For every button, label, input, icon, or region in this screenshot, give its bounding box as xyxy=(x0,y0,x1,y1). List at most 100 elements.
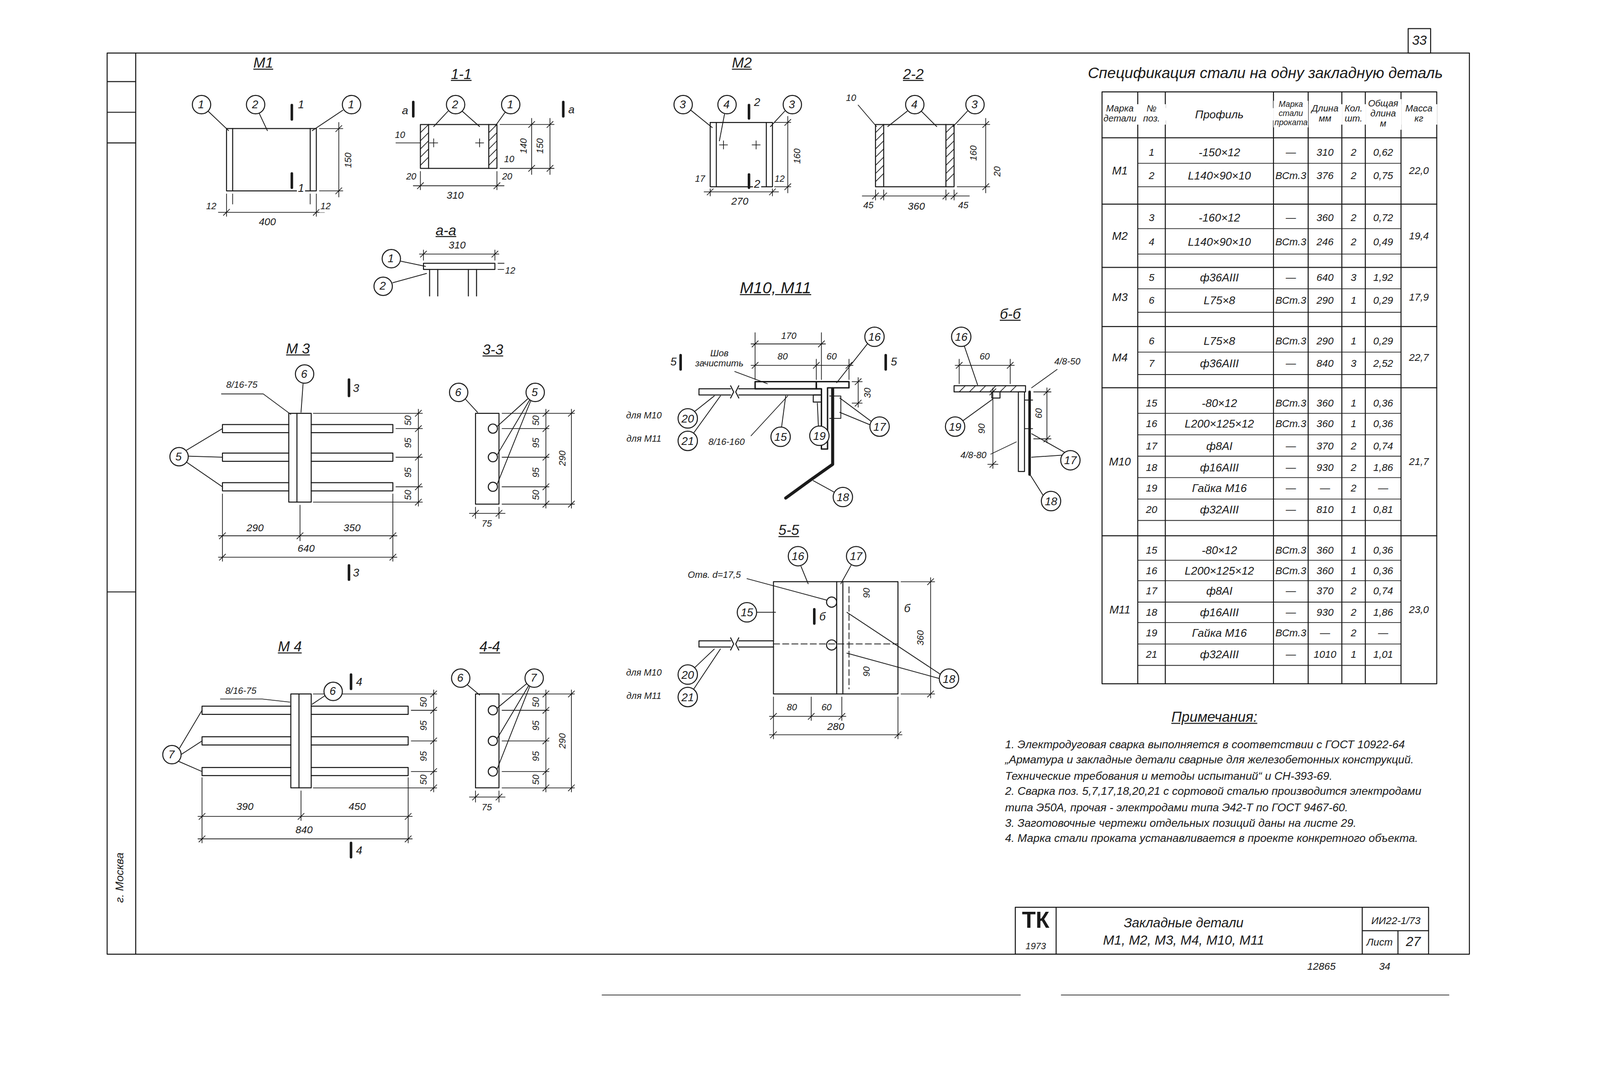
view-title: 2-2 xyxy=(902,66,925,83)
callout-circle: 2 xyxy=(245,94,265,114)
table-cell: 6 xyxy=(1147,294,1156,307)
plate-section xyxy=(954,385,1026,392)
dimension-text: 90 xyxy=(862,586,873,600)
dimension-text: 95 xyxy=(531,749,542,763)
callout-circle: 16 xyxy=(864,326,885,348)
table-header: Длина мм xyxy=(1308,104,1342,125)
table-header: Масса кг xyxy=(1400,104,1437,125)
table-cell: 15 xyxy=(1144,544,1158,556)
table-cell: 4 xyxy=(1147,236,1156,248)
dimension-text: 360 xyxy=(916,628,927,647)
table-cell: 2 xyxy=(1349,585,1358,597)
table-cell: 1 xyxy=(1349,294,1358,307)
callout-number: 3 xyxy=(971,98,978,111)
table-cell: 2 xyxy=(1349,482,1358,494)
table-cell: М2 xyxy=(1111,229,1130,243)
table-cell: — xyxy=(1284,648,1298,661)
table-cell: 3 xyxy=(1147,211,1156,224)
table-cell: — xyxy=(1284,461,1298,474)
table-cell: 1 xyxy=(1349,397,1358,409)
table-cell: 0,72 xyxy=(1372,211,1395,224)
bar-section xyxy=(488,736,498,746)
dimension-text: 60 xyxy=(978,352,991,363)
table-cell: 2 xyxy=(1349,146,1358,159)
view-title: а-а xyxy=(434,222,458,239)
dimension-text: 290 xyxy=(245,522,265,534)
callout-number: 20 xyxy=(681,412,694,425)
dimension-text: 270 xyxy=(730,195,750,207)
table-cell: М11 xyxy=(1108,602,1132,616)
callout-number: 21 xyxy=(681,691,694,703)
dimension-text: 45 xyxy=(862,200,875,212)
bar-20-21 xyxy=(698,385,822,398)
dimension-text: 350 xyxy=(342,522,362,534)
table-cell: 0,29 xyxy=(1372,294,1395,307)
table-cell: 0,81 xyxy=(1372,503,1395,516)
callout-number: 15 xyxy=(740,606,754,618)
dimension-text: для М11 xyxy=(625,434,663,445)
section-a-a xyxy=(423,263,495,270)
table-cell: ВСт.3 xyxy=(1274,417,1308,430)
dimension-text: 360 xyxy=(906,200,926,212)
view-title: М 4 xyxy=(276,638,303,655)
table-cell: 0,29 xyxy=(1372,335,1395,347)
notes-heading: Примечания: xyxy=(1170,709,1259,725)
table-cell: 18 xyxy=(1144,606,1158,618)
table-cell: ф8АI xyxy=(1205,584,1234,597)
callout-number: 15 xyxy=(774,431,787,443)
bar-18 xyxy=(1028,391,1031,475)
callout-number: 2 xyxy=(452,98,459,111)
table-cell: 290 xyxy=(1315,294,1335,307)
dimension-text: 8/16-160 xyxy=(707,438,746,449)
callout-circle: 18 xyxy=(1040,491,1062,512)
table-cell: 1 xyxy=(1349,648,1358,661)
dimension-text: 95 xyxy=(419,749,430,763)
dimension-text: б xyxy=(818,610,827,623)
callout-number: 17 xyxy=(873,421,886,433)
callout-number: 16 xyxy=(791,550,804,562)
view-title: М1 xyxy=(252,55,275,71)
title-block xyxy=(1015,907,1429,955)
dimension-text: Отв. d=17,5 xyxy=(686,570,743,581)
dimension-lines xyxy=(955,359,1057,469)
table-cell: 2 xyxy=(1147,169,1156,182)
table-cell: 360 xyxy=(1315,565,1335,577)
angle-legs xyxy=(883,124,946,187)
table-cell: 2 xyxy=(1349,606,1358,618)
table-cell: 0,62 xyxy=(1372,146,1395,159)
table-cell: ф32АIII xyxy=(1198,648,1240,661)
callout-number: 18 xyxy=(1044,495,1057,507)
plate-edge xyxy=(298,693,300,788)
callout-number: 16 xyxy=(868,331,881,343)
table-cell: 2 xyxy=(1349,236,1358,248)
table-cell: ф16АIII xyxy=(1198,606,1240,619)
dimension-text: б xyxy=(902,601,912,615)
bar-17 xyxy=(1024,400,1033,429)
title-block-lines xyxy=(1056,907,1429,955)
dimension-lines xyxy=(197,689,437,843)
dimension-text: 60 xyxy=(820,702,833,713)
section-4-4 xyxy=(475,693,499,788)
table-cell: 17,9 xyxy=(1407,291,1430,303)
view-title: 5-5 xyxy=(777,522,801,539)
table-cell: 1 xyxy=(1349,544,1358,556)
dimension-text: 450 xyxy=(347,800,367,813)
table-cell: 3 xyxy=(1349,271,1358,284)
view-title: б-б xyxy=(998,306,1022,323)
dimension-text: 20 xyxy=(501,172,514,183)
table-cell: 810 xyxy=(1315,503,1335,516)
dimension-text: 75 xyxy=(480,519,493,530)
section-mark xyxy=(347,379,351,580)
callout-number: 5 xyxy=(175,450,182,462)
section-mark xyxy=(413,101,564,117)
callout-circle: 21 xyxy=(677,686,698,708)
table-cell: 1,86 xyxy=(1372,461,1395,474)
callout-circle: 1 xyxy=(191,94,211,114)
table-cell: 20 xyxy=(1144,503,1158,516)
bar-17 xyxy=(829,396,841,419)
dimension-text: 50 xyxy=(404,414,415,427)
callout-number: 20 xyxy=(681,668,694,681)
section-mark xyxy=(290,105,294,188)
table-cell: 360 xyxy=(1315,544,1335,556)
table-cell: 2 xyxy=(1349,461,1358,474)
